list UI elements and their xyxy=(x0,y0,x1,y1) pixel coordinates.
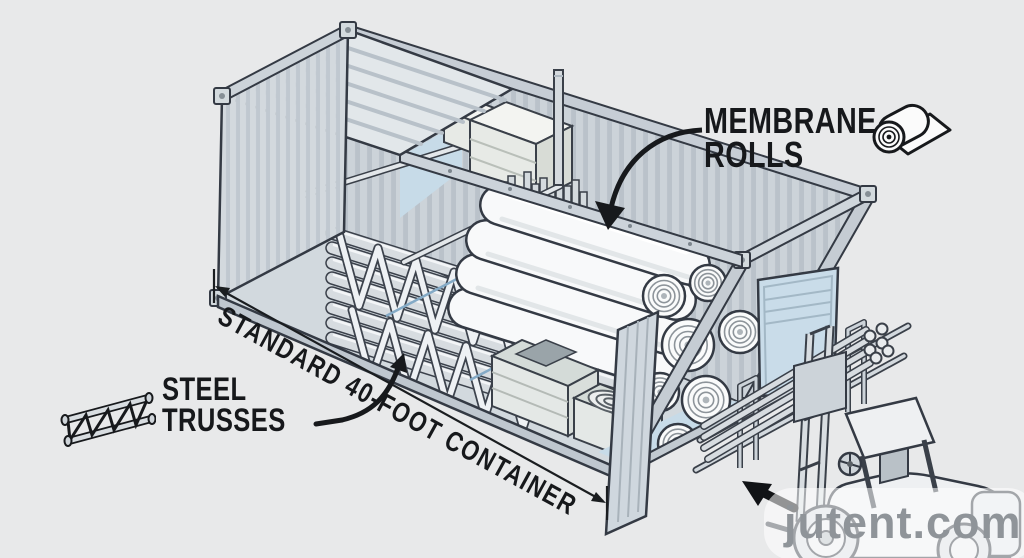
membrane-rolls-label-line2: ROLLS xyxy=(704,134,804,176)
watermark-pill: jutent.com xyxy=(764,488,1024,558)
poking-tube xyxy=(553,69,564,186)
top-front-rail xyxy=(399,148,743,269)
watermark-text: jutent.com xyxy=(784,497,1022,548)
open-door-front xyxy=(604,310,660,536)
container-left-wall xyxy=(209,21,357,307)
steel-trusses-label-line2: TRUSSES xyxy=(162,402,286,439)
dimension-line xyxy=(212,269,609,520)
steel-trusses-leader-arrow xyxy=(313,353,407,427)
steel-trusses-label: STEEL TRUSSES xyxy=(162,371,286,439)
steel-trusses-label-line1: STEEL xyxy=(162,371,247,407)
membrane-rolls-label: MEMBRANE ROLLS xyxy=(704,100,877,176)
membrane-rolls-label-line1: MEMBRANE xyxy=(704,100,877,141)
pipe-rack xyxy=(692,319,912,474)
membrane-rolls-leader-arrow xyxy=(595,127,703,230)
